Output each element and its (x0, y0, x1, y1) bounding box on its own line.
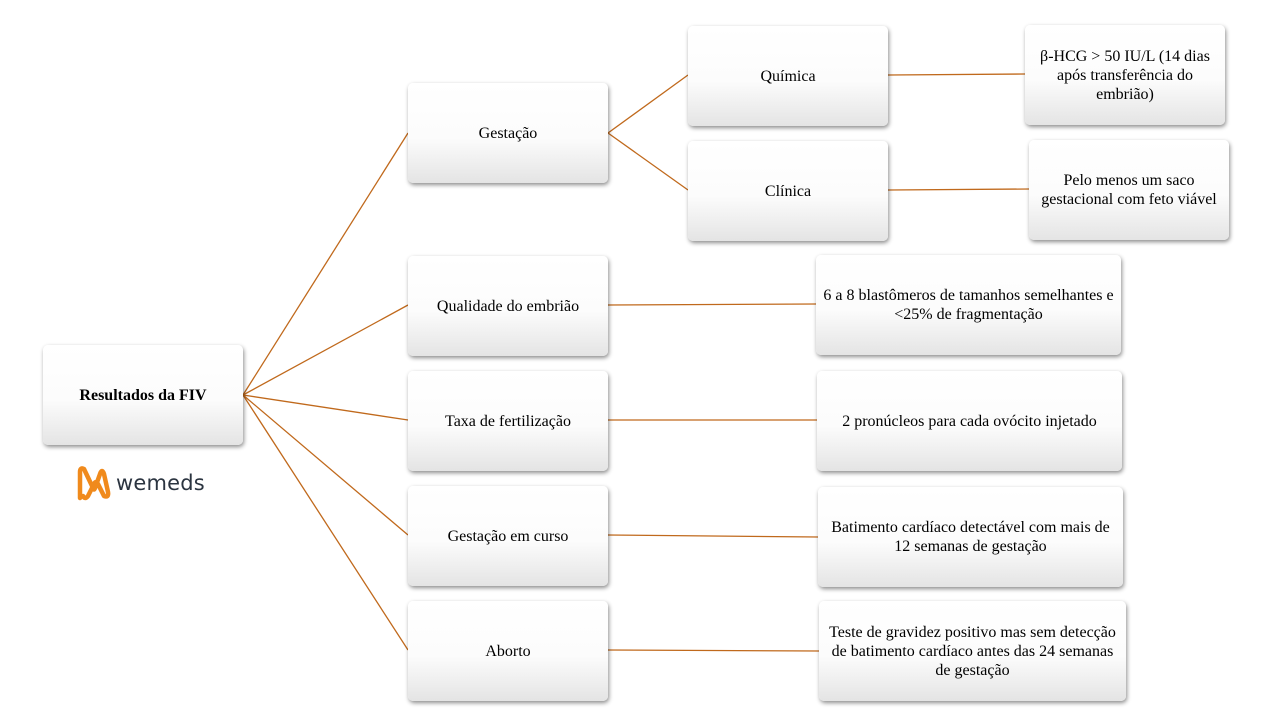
connector-clinica-definition (887, 188, 1030, 191)
wemeds-logo-text: wemeds (116, 471, 205, 495)
category-aborto: Aborto (408, 601, 608, 701)
connector-root-qualidade (242, 304, 409, 396)
category-qualidade-embriao: Qualidade do embrião (408, 256, 608, 356)
connector-root-curso (242, 394, 409, 536)
category-fertilizacao-label: Taxa de fertilização (445, 412, 571, 430)
connector-root-gestacao (242, 132, 409, 396)
definition-quimica-text: β-HCG > 50 IU/L (14 dias após transferên… (1040, 47, 1210, 103)
connector-qualidade-definition (607, 303, 817, 306)
connector-gestacao-clinica (607, 132, 689, 191)
definition-qualidade-embriao: 6 a 8 blastômeros de tamanhos semelhante… (816, 255, 1121, 355)
definition-quimica: β-HCG > 50 IU/L (14 dias após transferên… (1025, 25, 1225, 125)
category-taxa-fertilizacao: Taxa de fertilização (408, 371, 608, 471)
wemeds-mark-icon (77, 466, 111, 501)
connector-root-fertilizacao (242, 394, 409, 421)
subtype-clinica-label: Clínica (764, 182, 812, 200)
category-gestacao-label: Gestação (478, 124, 538, 142)
connector-quimica-definition (887, 73, 1026, 76)
root-node-label: Resultados da FIV (79, 386, 207, 404)
category-curso-label: Gestação em curso (447, 527, 569, 545)
connector-root-aborto (242, 394, 409, 651)
wemeds-logo: wemeds (76, 462, 205, 504)
category-aborto-label: Aborto (485, 642, 531, 660)
definition-aborto: Teste de gravidez positivo mas sem detec… (819, 601, 1126, 701)
definition-qualidade-text: 6 a 8 blastômeros de tamanhos semelhante… (823, 287, 1114, 323)
definition-clinica: Pelo menos um saco gestacional com feto … (1029, 140, 1229, 240)
subtype-clinica: Clínica (688, 141, 888, 241)
connector-gestacao-quimica (607, 74, 689, 134)
definition-clinica-text: Pelo menos um saco gestacional com feto … (1041, 172, 1217, 208)
category-qualidade-label: Qualidade do embrião (436, 297, 580, 315)
subtype-quimica-label: Química (760, 67, 816, 85)
definition-fertilizacao-text: 2 pronúcleos para cada ovócito injetado (842, 412, 1097, 430)
connector-curso-definition (607, 534, 819, 538)
subtype-quimica: Química (688, 26, 888, 126)
definition-aborto-text: Teste de gravidez positivo mas sem detec… (829, 623, 1116, 679)
connector-aborto-definition (607, 649, 820, 652)
category-gestacao-em-curso: Gestação em curso (408, 486, 608, 586)
category-gestacao: Gestação (408, 83, 608, 183)
definition-gestacao-em-curso: Batimento cardíaco detectável com mais d… (818, 487, 1123, 587)
root-node: Resultados da FIV (43, 345, 243, 445)
definition-curso-text: Batimento cardíaco detectável com mais d… (831, 519, 1110, 555)
definition-taxa-fertilizacao: 2 pronúcleos para cada ovócito injetado (817, 371, 1122, 471)
